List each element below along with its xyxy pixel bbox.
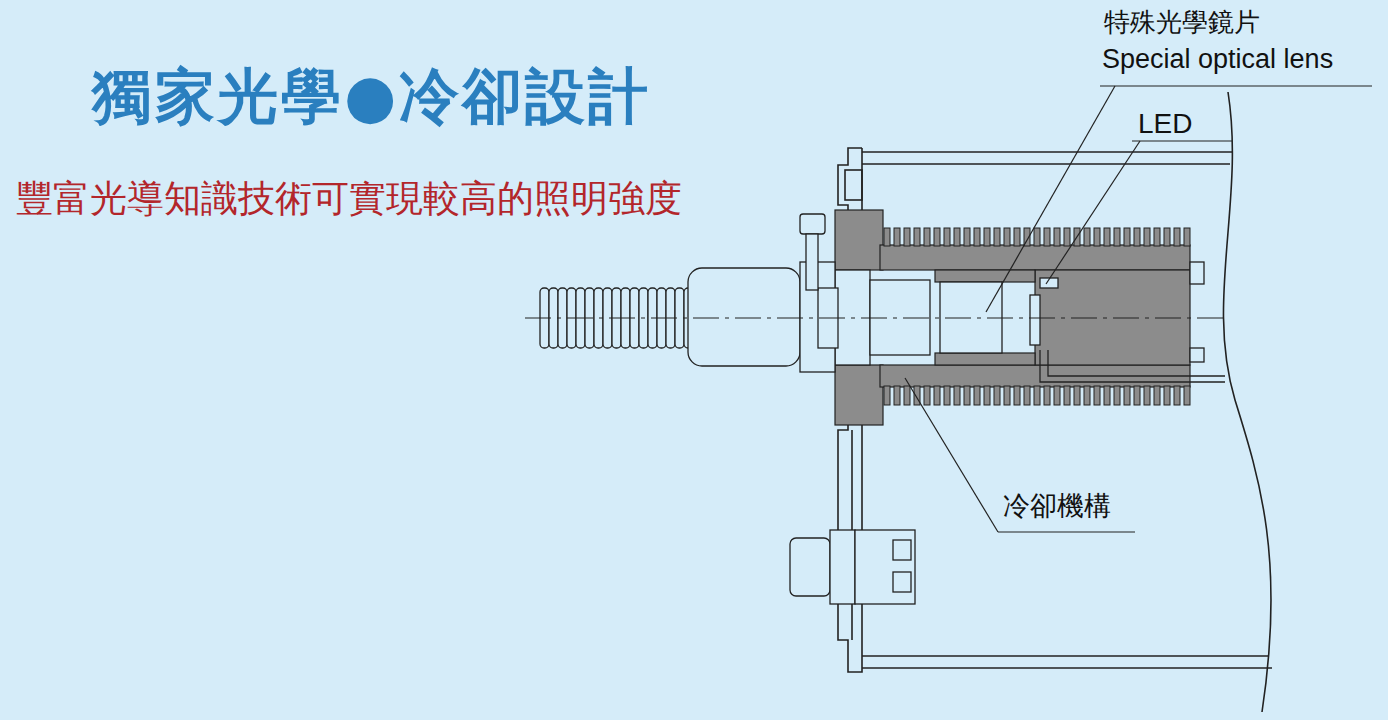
- cooling-fin: [1004, 386, 1010, 405]
- title: 獨家光學●冷卻設計: [92, 62, 651, 131]
- cooling-fin: [914, 228, 920, 246]
- cooling-fin: [1104, 228, 1110, 246]
- cooling-fin: [1174, 386, 1180, 405]
- cooling-fin: [994, 228, 1000, 246]
- cooling-fin: [1054, 228, 1060, 246]
- cooling-fin: [1124, 228, 1130, 246]
- cooling-fin: [1084, 386, 1090, 405]
- cooling-fin: [1064, 386, 1070, 405]
- cooling-fin: [1014, 386, 1020, 405]
- cooling-fin: [1034, 228, 1040, 246]
- cooling-fin: [924, 386, 930, 405]
- cooling-fin: [1174, 228, 1180, 246]
- cooling-fin: [1004, 228, 1010, 246]
- cooling-fin: [974, 228, 980, 246]
- cooling-fin: [1114, 228, 1120, 246]
- cooling-fin: [904, 386, 910, 405]
- part-label: 冷卻機構: [1003, 490, 1111, 521]
- cooling-fin: [944, 386, 950, 405]
- cooling-fin: [1184, 228, 1190, 246]
- cooling-fin: [894, 228, 900, 246]
- subtitle: 豐富光導知識技術可實現較高的照明強度: [16, 178, 682, 221]
- cooling-fin: [884, 386, 890, 405]
- cooling-fin: [944, 228, 950, 246]
- cooling-fin: [904, 228, 910, 246]
- cooling-fin: [974, 386, 980, 405]
- cooling-fin: [1144, 386, 1150, 405]
- cooling-fin: [984, 228, 990, 246]
- cooling-fin: [984, 386, 990, 405]
- cooling-fin: [1054, 386, 1060, 405]
- cooling-fin: [934, 228, 940, 246]
- cooling-fin: [894, 386, 900, 405]
- cooling-fin: [1134, 228, 1140, 246]
- part-label: LED: [1138, 108, 1192, 140]
- part-label: 特殊光學鏡片: [1104, 8, 1260, 38]
- cooling-fin: [1104, 386, 1110, 405]
- cooling-fin: [1154, 228, 1160, 246]
- cooling-fin: [1074, 386, 1080, 405]
- cooling-fin: [1134, 386, 1140, 405]
- cooling-fin: [1154, 386, 1160, 405]
- cooling-fin: [1114, 386, 1120, 405]
- cooling-fin: [884, 228, 890, 246]
- cooling-fin: [954, 386, 960, 405]
- cooling-fin: [1184, 386, 1190, 405]
- cooling-fin: [1014, 228, 1020, 246]
- cooling-fin: [1064, 228, 1070, 246]
- cooling-fin: [964, 228, 970, 246]
- cooling-fin: [1094, 228, 1100, 246]
- cooling-fin: [924, 228, 930, 246]
- cooling-fin: [934, 386, 940, 405]
- cooling-fin: [964, 386, 970, 405]
- part-label: Special optical lens: [1102, 44, 1333, 75]
- cooling-fin: [1124, 386, 1130, 405]
- cooling-fin: [1044, 228, 1050, 246]
- cooling-fin: [994, 386, 1000, 405]
- cooling-fin: [1164, 386, 1170, 405]
- cooling-fin: [1024, 386, 1030, 405]
- cooling-fin: [954, 228, 960, 246]
- cooling-fin: [1144, 228, 1150, 246]
- cooling-fin: [1034, 386, 1040, 405]
- cooling-fin: [1094, 386, 1100, 405]
- cooling-fin: [1044, 386, 1050, 405]
- cooling-fin: [1164, 228, 1170, 246]
- cooling-fin: [1084, 228, 1090, 246]
